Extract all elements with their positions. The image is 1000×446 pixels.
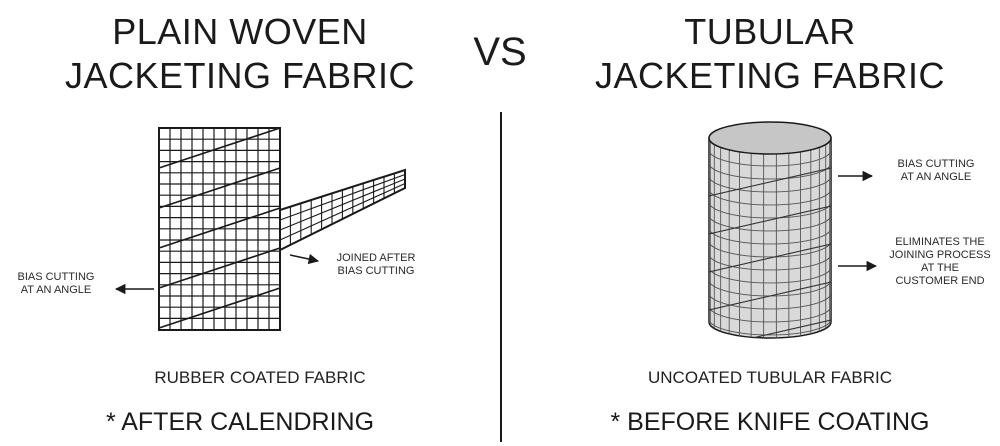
joined-bias-strip (279, 168, 406, 252)
left-title: PLAIN WOVEN JACKETING FABRIC (40, 10, 440, 98)
left-footer: * AFTER CALENDRING (105, 408, 375, 436)
right-bias-label-line1: BIAS CUTTING (897, 158, 975, 170)
flat-bias-lines (158, 127, 281, 329)
eliminates-label-line3: AT THE (921, 262, 959, 274)
joined-arrow (289, 253, 320, 265)
flat-fabric-grid (159, 128, 280, 330)
left-title-line1: PLAIN WOVEN (112, 11, 368, 52)
strip-grid (279, 173, 406, 245)
right-bias-label-line2: AT AN ANGLE (900, 171, 972, 183)
vs-label: VS (473, 30, 527, 74)
joined-label-line2: BIAS CUTTING (337, 265, 415, 277)
right-footer: * BEFORE KNIFE COATING (610, 408, 930, 436)
eliminates-label: ELIMINATES THE JOINING PROCESS AT THE CU… (880, 236, 1000, 288)
center-divider (500, 112, 502, 442)
tubular-fabric-cylinder (708, 121, 832, 339)
right-title: TUBULAR JACKETING FABRIC (560, 10, 980, 98)
left-caption: RUBBER COATED FABRIC (154, 368, 366, 387)
eliminates-label-line2: JOINING PROCESS (889, 249, 991, 261)
flat-fabric-sheet (158, 127, 281, 331)
right-title-line1: TUBULAR (684, 11, 856, 52)
left-bias-label-line2: AT AN ANGLE (20, 284, 92, 296)
eliminates-label-line4: CUSTOMER END (895, 275, 985, 287)
right-bias-label: BIAS CUTTING AT AN ANGLE (876, 158, 996, 184)
left-bias-label-line1: BIAS CUTTING (17, 271, 95, 283)
cylinder-top (708, 121, 832, 155)
left-bias-label: BIAS CUTTING AT AN ANGLE (8, 271, 104, 297)
joined-label: JOINED AFTER BIAS CUTTING (318, 252, 434, 278)
eliminates-label-line1: ELIMINATES THE (895, 236, 985, 248)
left-title-line2: JACKETING FABRIC (64, 55, 416, 96)
right-title-line2: JACKETING FABRIC (594, 55, 946, 96)
right-caption: UNCOATED TUBULAR FABRIC (647, 368, 893, 387)
joined-label-line1: JOINED AFTER (336, 252, 416, 264)
cylinder-grid (709, 138, 831, 338)
